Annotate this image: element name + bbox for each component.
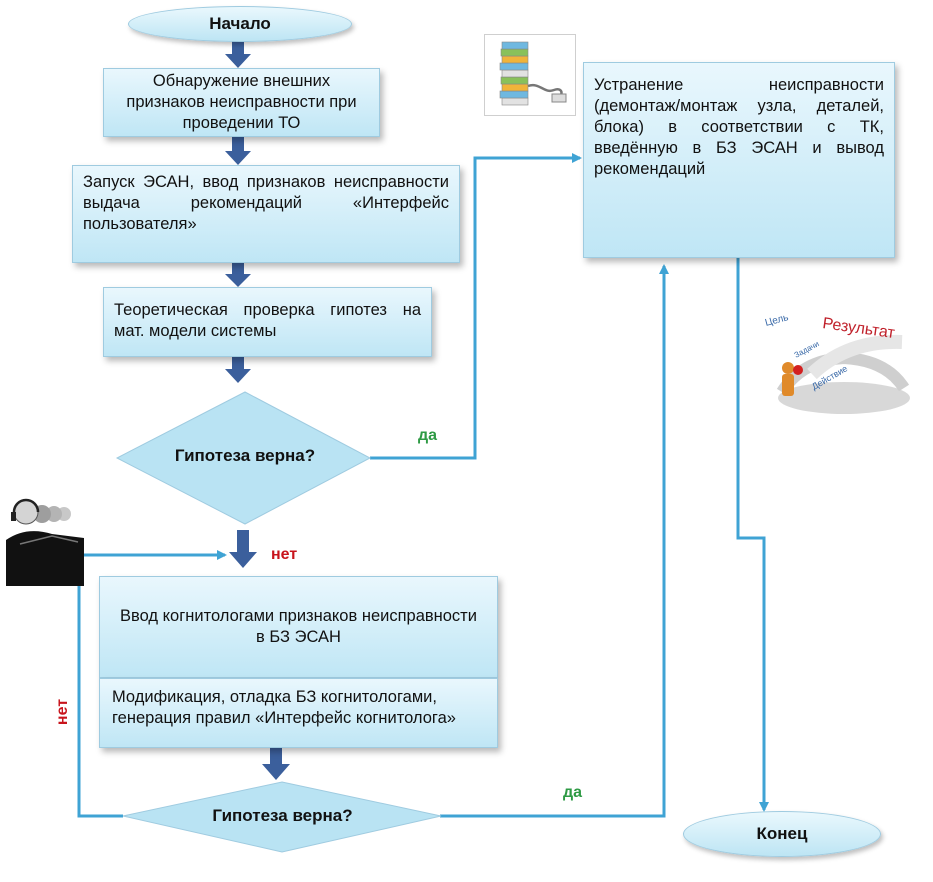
yes1-connector xyxy=(370,153,582,460)
step-enter-text: Ввод когнитологами признаков неисправнос… xyxy=(120,606,477,646)
edge-label-yes-1: да xyxy=(418,427,438,444)
arrow-start-detect xyxy=(225,40,251,68)
arrow-modify-decision xyxy=(262,748,290,780)
illustration-word-goal: Цель xyxy=(764,312,790,329)
step-detect: Обнаружение внешних признаков неисправно… xyxy=(103,68,380,137)
arrow-decision-enter xyxy=(229,530,257,568)
decision-1-label: Гипотеза верна? xyxy=(174,446,316,465)
illustration-word-result: Результат xyxy=(821,315,896,342)
step-modify-text: Модификация, отладка БЗ когнитологами, г… xyxy=(112,688,456,728)
step-launch: Запуск ЭСАН, ввод признаков неисправност… xyxy=(72,165,460,263)
step-modify: Модификация, отладка БЗ когнитологами, г… xyxy=(99,678,498,748)
illustration-word-tasks: Задачи xyxy=(793,339,821,360)
decision-2-label: Гипотеза верна? xyxy=(212,806,353,825)
operator-headset-icon xyxy=(6,498,84,586)
edge-label-no-1: нет xyxy=(271,546,298,563)
step-verify-text: Теоретическая проверка гипотез на мат. м… xyxy=(114,301,421,341)
start-terminal: Начало xyxy=(128,6,352,42)
edge-label-no-2: нет xyxy=(54,698,71,726)
arrow-detect-launch xyxy=(225,137,251,165)
books-knowledge-icon xyxy=(484,34,576,116)
no2-connector xyxy=(77,550,227,818)
end-terminal: Конец xyxy=(683,811,881,857)
flow-arrows xyxy=(225,40,290,780)
step-launch-text: Запуск ЭСАН, ввод признаков неисправност… xyxy=(83,173,449,234)
arrow-verify-decision xyxy=(225,357,251,383)
decision-diamond-2 xyxy=(122,781,442,853)
fix-end-connector xyxy=(736,258,769,812)
step-verify: Теоретическая проверка гипотез на мат. м… xyxy=(103,287,432,357)
arrow-launch-verify xyxy=(225,263,251,287)
yes2-connector xyxy=(440,264,669,818)
goal-result-illustration: Результат Цель Задачи Действие xyxy=(764,312,910,414)
step-enter: Ввод когнитологами признаков неисправнос… xyxy=(99,576,498,678)
decision-diamond-1 xyxy=(115,391,372,525)
step-detect-text: Обнаружение внешних признаков неисправно… xyxy=(126,71,357,133)
step-fix: Устранение неисправности (демонтаж/монта… xyxy=(583,62,895,258)
step-fix-text: Устранение неисправности (демонтаж/монта… xyxy=(594,76,884,179)
edge-label-yes-2: да xyxy=(563,784,583,801)
end-label: Конец xyxy=(756,824,808,843)
thin-connectors xyxy=(77,153,769,818)
start-label: Начало xyxy=(209,14,271,33)
